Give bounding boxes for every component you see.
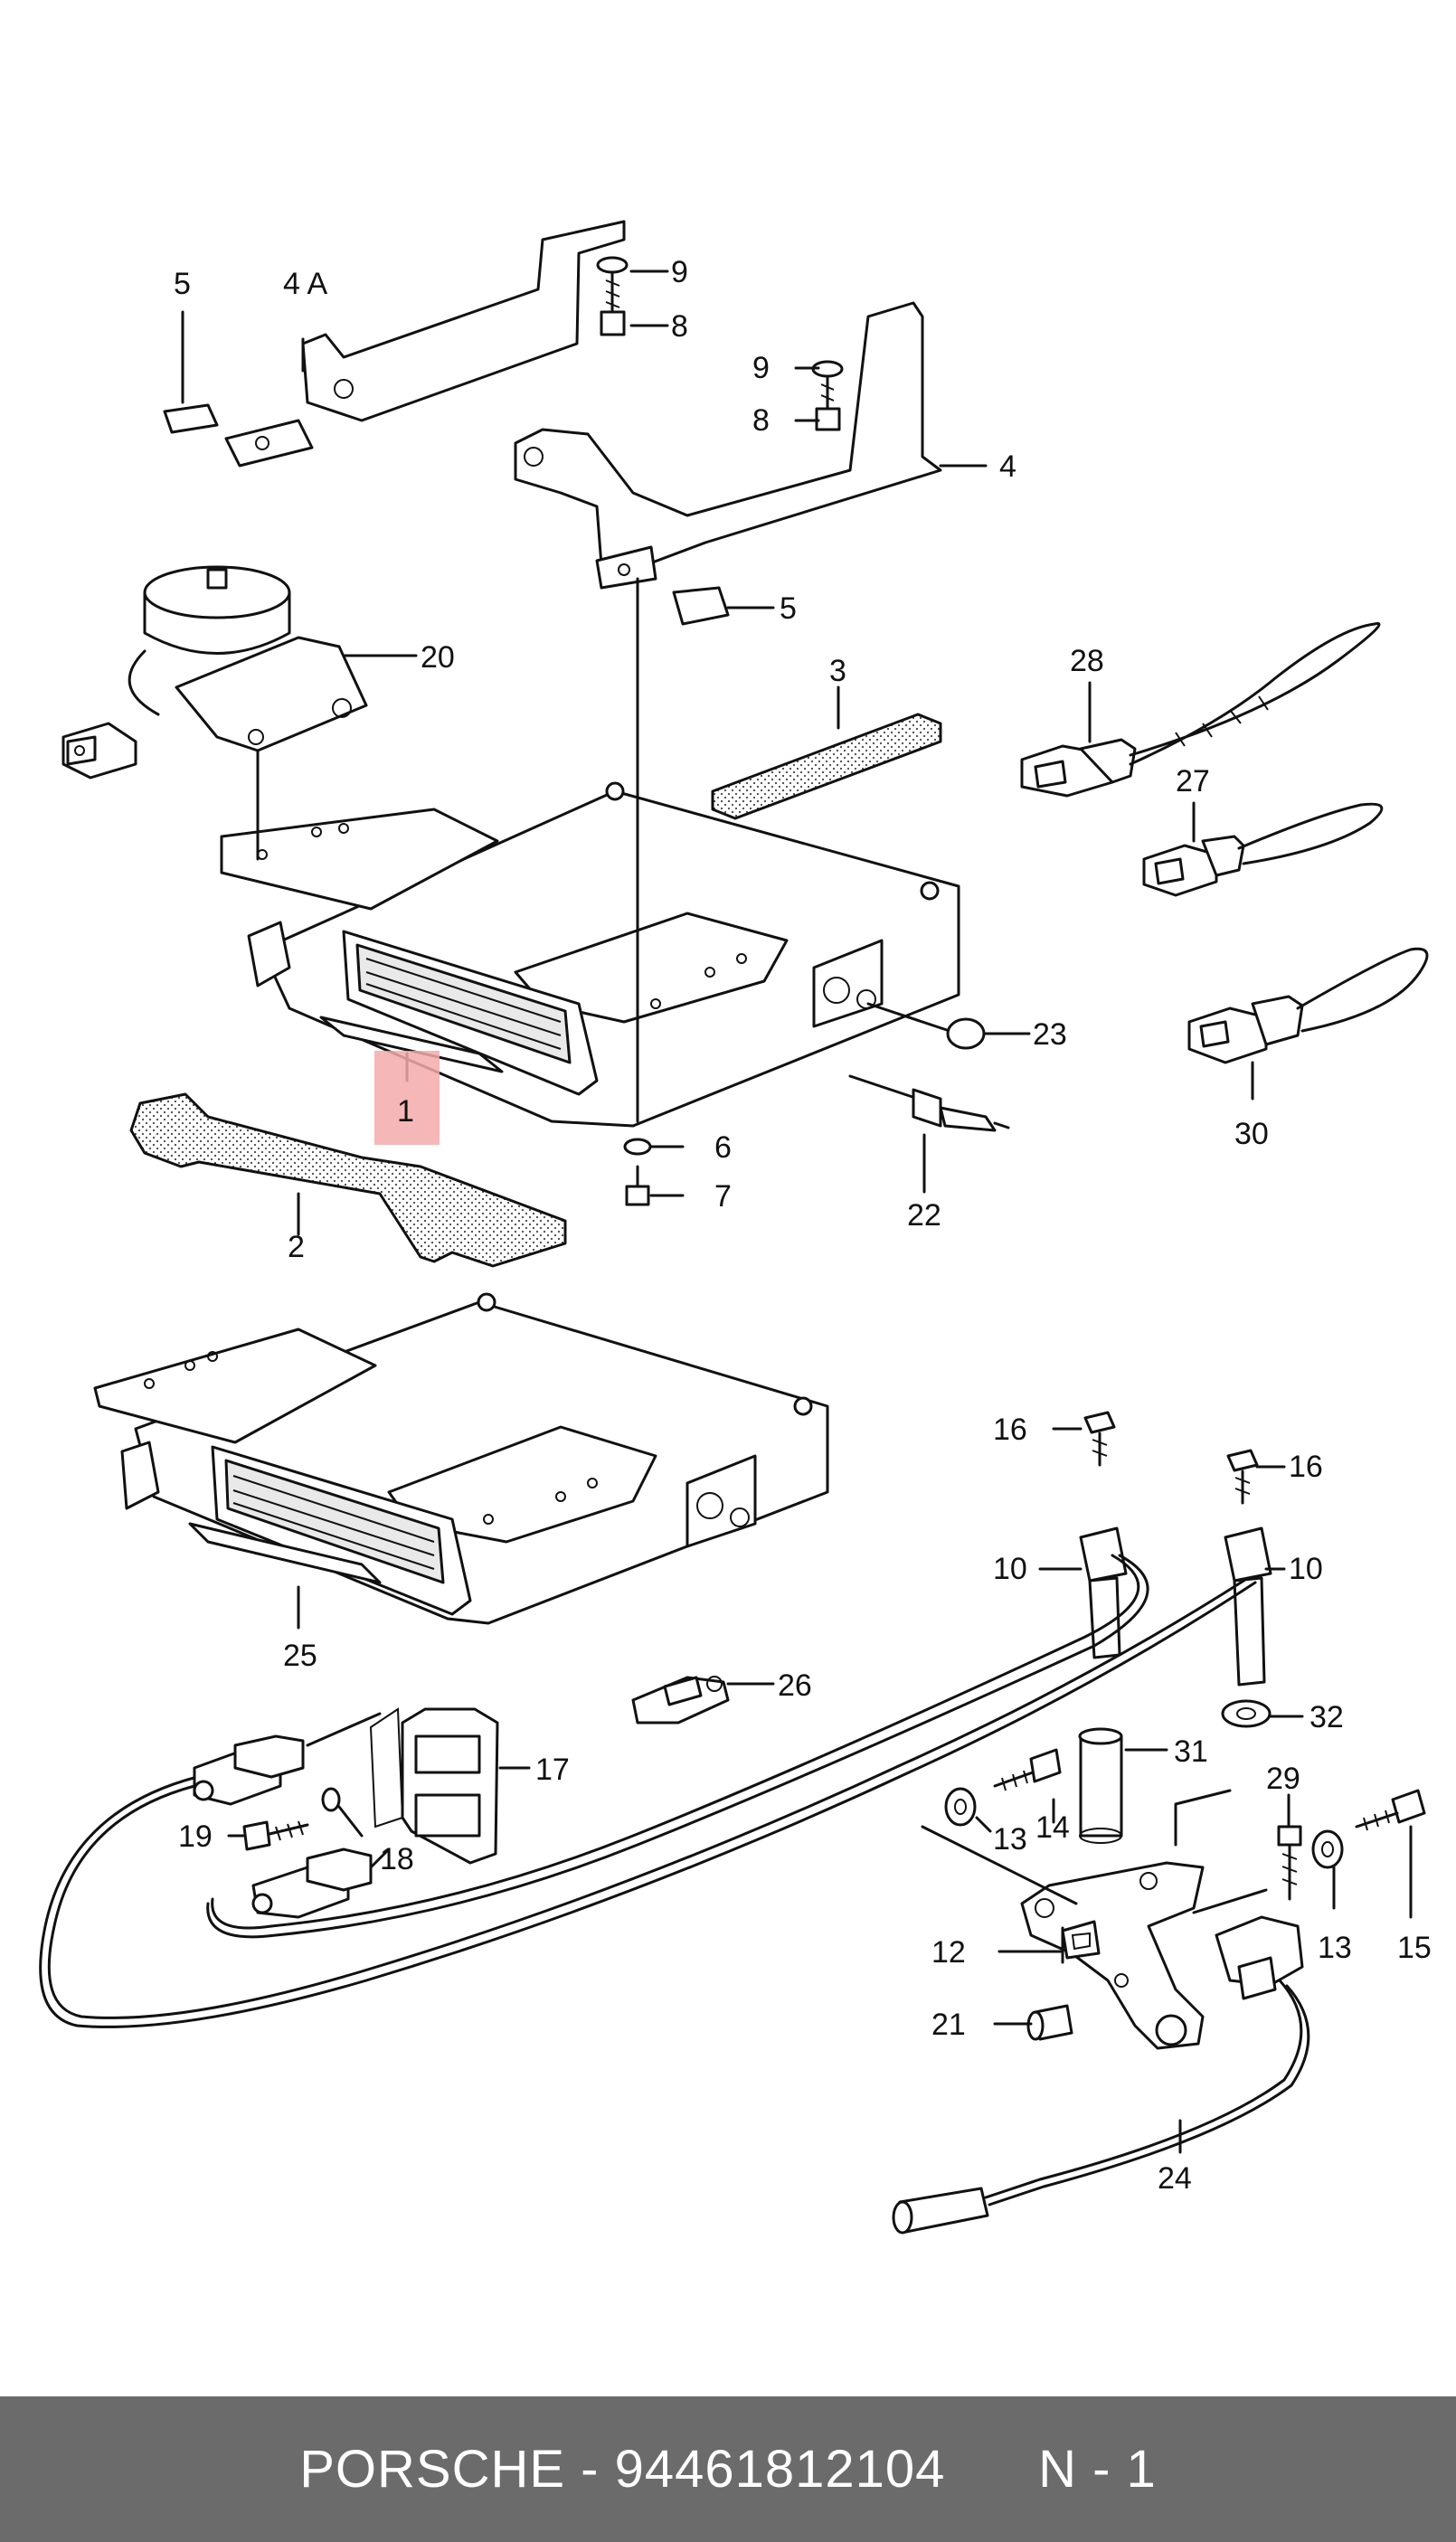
control-unit-1	[220, 781, 960, 1128]
bracket-12	[1020, 1861, 1205, 2050]
callout-15: 15	[1397, 1931, 1432, 1965]
bolt-14	[993, 1748, 1062, 1791]
washer-13-left	[944, 1787, 977, 1827]
callout-7: 7	[714, 1179, 732, 1214]
footer-part-number: PORSCHE - 94461812104 N - 1	[299, 2440, 1157, 2499]
callout-29: 29	[1266, 1762, 1300, 1796]
callout-10-right: 10	[1289, 1552, 1323, 1586]
leader-19-connector	[306, 1712, 382, 1747]
connector-27	[1142, 802, 1384, 897]
callout-19: 19	[178, 1819, 213, 1854]
washer-32	[1221, 1699, 1272, 1728]
washer-18	[321, 1787, 341, 1812]
callout-16-right: 16	[1289, 1450, 1323, 1484]
control-unit-25	[93, 1292, 829, 1625]
bracket-4a	[224, 220, 626, 468]
resistor-plug-26	[631, 1676, 730, 1725]
part-1-highlight	[374, 1051, 440, 1145]
leader-lines	[181, 269, 1413, 2154]
connector-28	[1020, 622, 1381, 798]
locating-line-cap-23	[866, 1002, 951, 1033]
foam-gasket-2	[129, 1092, 567, 1268]
screw-8-top	[600, 269, 626, 336]
callout-32: 32	[1309, 1700, 1344, 1734]
bolt-19	[242, 1820, 309, 1851]
callout-27: 27	[1176, 764, 1210, 799]
washer-9-top	[596, 256, 629, 274]
callout-16-left: 16	[993, 1413, 1027, 1447]
callout-22: 22	[907, 1198, 941, 1233]
temperature-sensor-22	[848, 1074, 1010, 1132]
speed-sensor-24	[892, 1915, 1310, 2235]
callout-30: 30	[1234, 1117, 1269, 1151]
callout-4: 4	[999, 449, 1016, 484]
speed-sensor-10-right	[39, 1526, 1272, 2028]
screw-16-left	[1083, 1411, 1116, 1467]
callout-17: 17	[535, 1753, 570, 1787]
leader-18-connector	[369, 1847, 391, 1869]
callout-5-left: 5	[174, 267, 191, 301]
leader-29-bracket	[1192, 1888, 1268, 1914]
callout-12: 12	[931, 1935, 966, 1970]
callout-24: 24	[1158, 2161, 1192, 2196]
cap-23	[946, 1017, 986, 1050]
callout-26: 26	[778, 1668, 812, 1703]
callout-2: 2	[288, 1230, 305, 1264]
callout-14: 14	[1035, 1810, 1070, 1845]
callout-18: 18	[380, 1842, 414, 1876]
clip-nut-5-center	[672, 586, 730, 626]
washer-13-right	[1311, 1829, 1344, 1869]
leader-31-bracket	[1174, 1789, 1232, 1847]
bracket-4	[514, 301, 942, 590]
callout-31: 31	[1174, 1734, 1208, 1769]
callout-8-top: 8	[671, 309, 688, 344]
connector-housing-17	[369, 1707, 499, 1865]
connector-19-assembly	[193, 1734, 305, 1806]
callout-23: 23	[1033, 1017, 1067, 1052]
callout-9-right: 9	[752, 351, 770, 385]
bolt-15	[1355, 1789, 1426, 1831]
washer-6	[623, 1138, 652, 1156]
plug-21	[1026, 2004, 1073, 2041]
callout-6: 6	[714, 1130, 732, 1165]
clip-nut-5-left	[163, 403, 219, 434]
part-1-highlight-label: 1	[397, 1094, 414, 1129]
screw-8-right	[815, 376, 841, 431]
callout-20: 20	[421, 640, 455, 675]
callout-labels: 5 4 A 9 8 9 8 4 5 20 3 28 27 23 1 30 6 7…	[174, 255, 1432, 2196]
speed-sensor-10-left	[206, 1526, 1149, 1939]
callout-13-left: 13	[993, 1822, 1027, 1857]
connector-30	[1187, 947, 1429, 1064]
callout-28: 28	[1070, 644, 1104, 678]
sleeve-31	[1078, 1727, 1123, 1844]
callout-9-top: 9	[671, 255, 688, 289]
callout-25: 25	[283, 1639, 317, 1673]
leader-13-left	[921, 1825, 1078, 1905]
callout-13-right: 13	[1318, 1931, 1352, 1965]
relay-20	[61, 565, 368, 780]
screw-16-right	[1226, 1449, 1259, 1505]
callout-8-right: 8	[752, 403, 770, 438]
foam-strip-3	[711, 713, 942, 820]
bolt-29	[1277, 1825, 1302, 1901]
footer-bar: PORSCHE - 94461812104 N - 1	[0, 2396, 1456, 2542]
callout-4a: 4 A	[283, 267, 327, 301]
callout-3: 3	[829, 654, 846, 688]
nut-7	[625, 1165, 650, 1206]
callout-21: 21	[931, 2008, 966, 2042]
callout-5-center: 5	[780, 591, 797, 626]
parts-diagram: 5 4 A 9 8 9 8 4 5 20 3 28 27 23 1 30 6 7…	[39, 220, 1432, 2235]
connector-18-assembly	[251, 1847, 373, 1919]
highlighted-part-number: 1	[397, 1094, 414, 1129]
callout-10-left: 10	[993, 1552, 1027, 1586]
